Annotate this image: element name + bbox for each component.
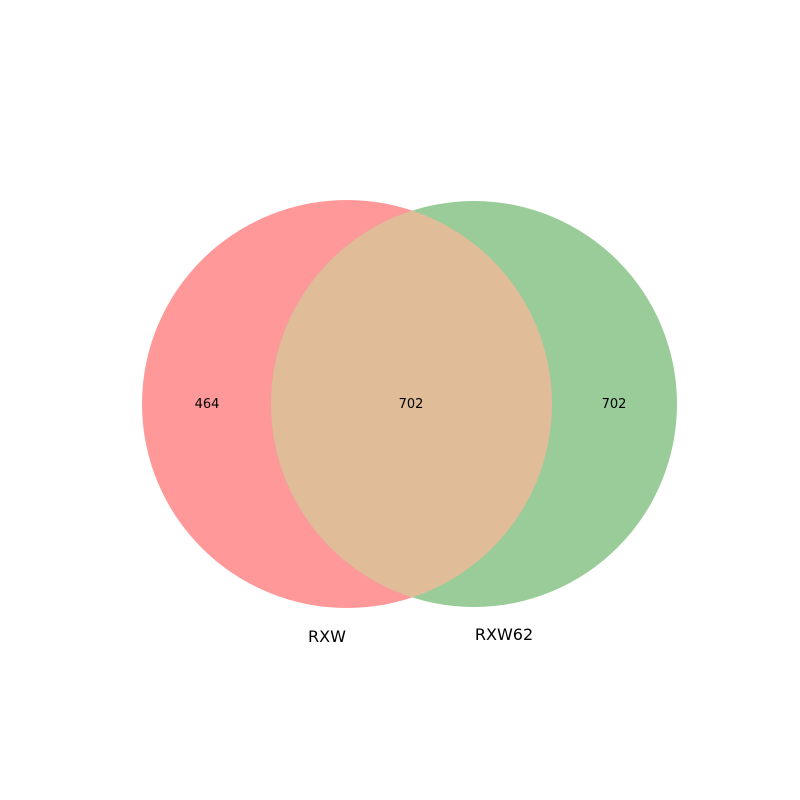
intersection-region <box>271 201 552 607</box>
set-a-label: RXW <box>308 627 346 646</box>
region-a-only-count: 464 <box>195 397 220 412</box>
region-b-only-count: 702 <box>602 397 627 412</box>
region-intersection-count: 702 <box>399 397 424 412</box>
set-b-label: RXW62 <box>475 625 533 644</box>
